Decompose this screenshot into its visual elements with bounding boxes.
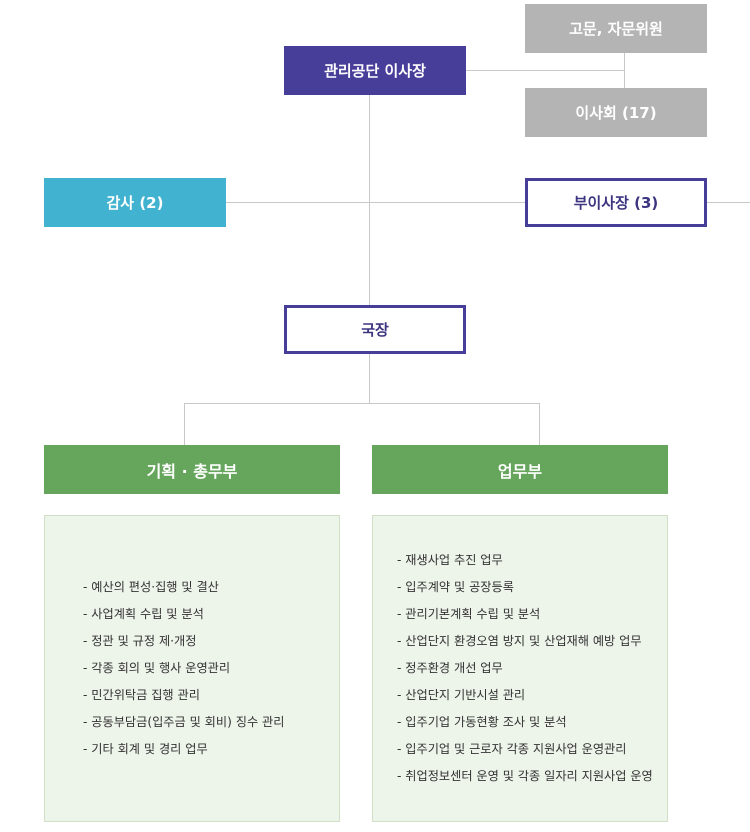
duty-item: - 각종 회의 및 행사 운영관리: [83, 661, 231, 675]
dept-planning-header: 기획 · 총무부: [44, 445, 340, 494]
vice-chairman-box: 부이사장 (3): [525, 178, 707, 227]
duty-item: - 산업단지 기반시설 관리: [397, 688, 526, 702]
chairman-box: 관리공단 이사장: [284, 46, 466, 95]
dept-planning-duty-list: - 예산의 편성·집행 및 결산 - 사업계획 수립 및 분석 - 정관 및 규…: [83, 574, 284, 763]
duty-item: - 공동부담금(입주금 및 회비) 징수 관리: [83, 715, 285, 729]
dept-operations-duties-panel: - 재생사업 추진 업무 - 입주계약 및 공장등록 - 관리기본계획 수립 및…: [372, 515, 668, 822]
duty-item: - 입주계약 및 공장등록: [397, 580, 514, 594]
connector-dept-right: [539, 403, 540, 445]
dept-operations-duty-list: - 재생사업 추진 업무 - 입주계약 및 공장등록 - 관리기본계획 수립 및…: [397, 547, 653, 790]
duty-item: - 사업계획 수립 및 분석: [83, 607, 204, 621]
connector-director-down: [369, 354, 370, 403]
dept-operations-name: 업무부: [497, 461, 543, 481]
duty-item: - 산업단지 환경오염 방지 및 산업재해 예방 업무: [397, 634, 642, 648]
director-label: 국장: [361, 321, 389, 339]
duty-item: - 취업정보센터 운영 및 각종 일자리 지원사업 운영: [397, 769, 653, 783]
duty-item: - 정주환경 개선 업무: [397, 661, 503, 675]
advisors-box: 고문, 자문위원: [525, 4, 707, 53]
connector-dept-left: [184, 403, 185, 445]
connector-chairman-advisory: [466, 70, 624, 71]
dept-planning-duties-panel: - 예산의 편성·집행 및 결산 - 사업계획 수립 및 분석 - 정관 및 규…: [44, 515, 340, 822]
duty-item: - 정관 및 규정 제·개정: [83, 634, 197, 648]
board-box: 이사회 (17): [525, 88, 707, 137]
duty-item: - 민간위탁금 집행 관리: [83, 688, 200, 702]
dept-operations-header: 업무부: [372, 445, 668, 494]
director-box: 국장: [284, 305, 466, 354]
chairman-label: 관리공단 이사장: [324, 62, 426, 80]
audit-label: 감사 (2): [106, 194, 164, 212]
duty-item: - 입주기업 가동현황 조사 및 분석: [397, 715, 567, 729]
duty-item: - 기타 회계 및 경리 업무: [83, 742, 208, 756]
board-label: 이사회 (17): [575, 104, 657, 122]
vice-chairman-label: 부이사장 (3): [573, 194, 659, 212]
dept-planning-name: 기획 · 총무부: [146, 461, 238, 481]
duty-item: - 관리기본계획 수립 및 분석: [397, 607, 541, 621]
duty-item: - 재생사업 추진 업무: [397, 553, 503, 567]
connector-dept-horizontal: [184, 403, 540, 404]
duty-item: - 입주기업 및 근로자 각종 지원사업 운영관리: [397, 742, 627, 756]
audit-box: 감사 (2): [44, 178, 226, 227]
connector-advisors-board: [624, 53, 625, 88]
advisors-label: 고문, 자문위원: [569, 20, 663, 38]
duty-item: - 예산의 편성·집행 및 결산: [83, 580, 219, 594]
connector-chairman-director: [369, 95, 370, 305]
connector-audit-vice: [226, 202, 750, 203]
